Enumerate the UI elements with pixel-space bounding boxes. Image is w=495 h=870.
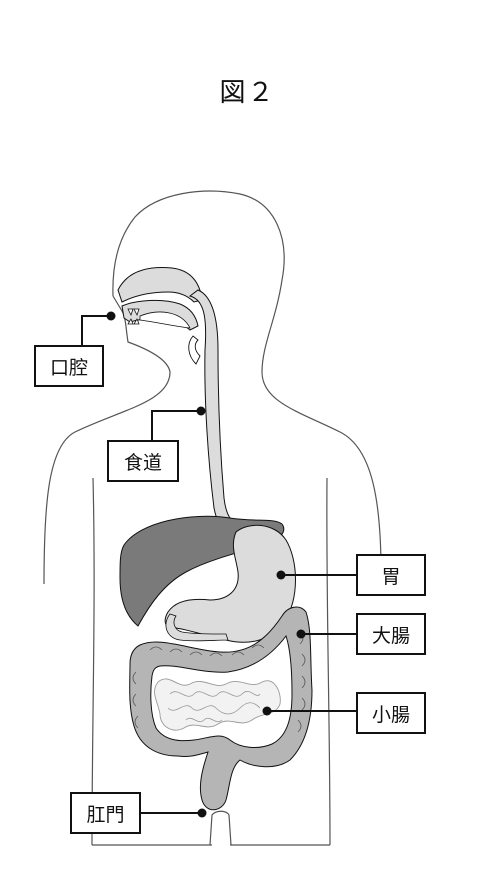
duodenum <box>165 613 229 642</box>
body-outline <box>43 190 382 846</box>
label-esophagus: 食道 <box>107 440 179 482</box>
leader-esophagus <box>151 406 206 440</box>
small-intestine <box>154 678 281 731</box>
leader-mouth <box>81 311 116 345</box>
leader-stomach <box>276 570 356 580</box>
teeth <box>127 308 140 325</box>
nasal-cavity <box>117 267 203 303</box>
label-anus: 肛門 <box>70 792 141 834</box>
stomach <box>164 524 296 643</box>
small-intestine-coils <box>167 691 261 723</box>
leader-large-intestine <box>296 629 356 639</box>
label-large-intestine: 大腸 <box>356 613 426 655</box>
leg-gap <box>209 810 232 846</box>
label-small-intestine: 小腸 <box>356 692 426 734</box>
label-stomach: 胃 <box>356 554 426 596</box>
tongue <box>139 311 191 329</box>
leader-small-intestine <box>262 706 356 716</box>
figure-title: 図２ <box>219 78 276 108</box>
label-mouth: 口腔 <box>34 345 104 387</box>
large-intestine <box>129 606 313 811</box>
leader-anus <box>141 808 207 818</box>
epiglottis <box>188 335 201 365</box>
